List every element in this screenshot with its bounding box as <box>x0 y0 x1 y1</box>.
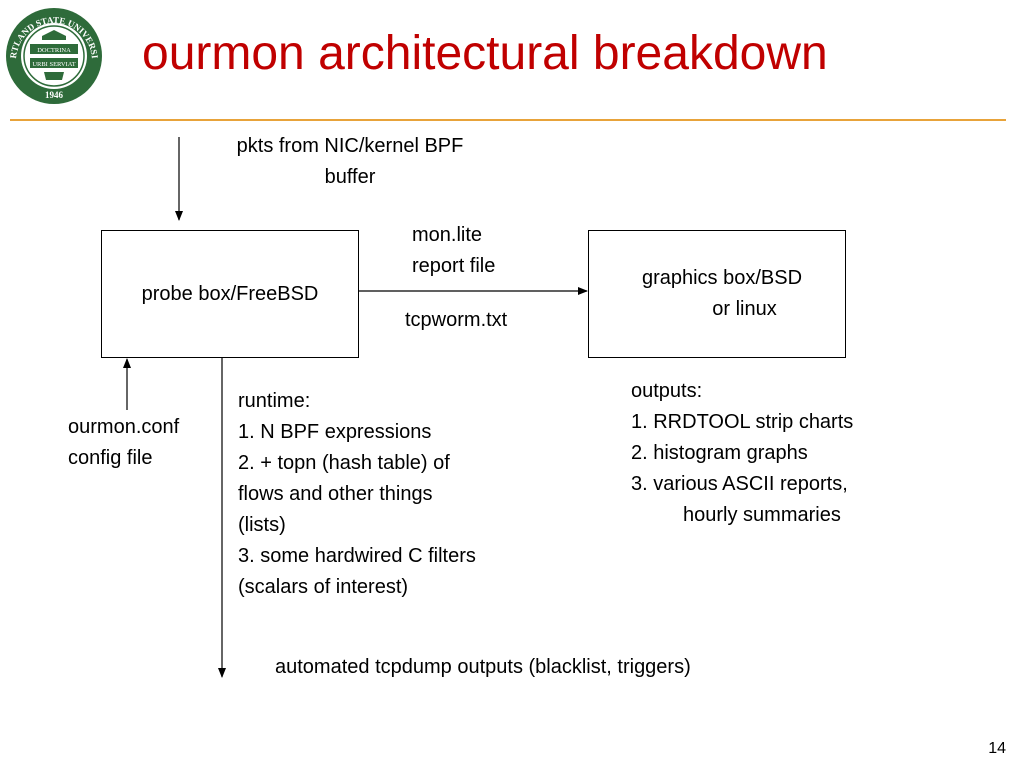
outputs-list: outputs: 1. RRDTOOL strip charts 2. hist… <box>631 380 854 526</box>
graphics-box-label: graphics box/BSD or linux <box>641 267 803 320</box>
seal-year: 1946 <box>45 90 64 100</box>
graphics-box: graphics box/BSD or linux <box>588 230 846 358</box>
seal-motto-line2: URBI SERVIAT <box>32 61 75 68</box>
report-label: mon.lite report file <box>412 224 496 277</box>
title-divider <box>10 119 1006 121</box>
slide-title: ourmon architectural breakdown <box>142 27 828 80</box>
page-number: 14 <box>988 740 1006 757</box>
probe-box: probe box/FreeBSD <box>101 230 359 358</box>
university-seal-logo: PORTLAND STATE UNIVERSITY 1946 DOCTRINA … <box>4 6 102 104</box>
tcpdump-label: automated tcpdump outputs (blacklist, tr… <box>275 656 691 678</box>
config-label: ourmon.conf config file <box>68 416 180 469</box>
tcpworm-label: tcpworm.txt <box>405 309 508 331</box>
input-label: pkts from NIC/kernel BPF buffer <box>236 135 464 188</box>
seal-motto-line1: DOCTRINA <box>37 47 71 54</box>
probe-box-label: probe box/FreeBSD <box>141 282 319 305</box>
runtime-list: runtime: 1. N BPF expressions 2. + topn … <box>238 390 476 598</box>
